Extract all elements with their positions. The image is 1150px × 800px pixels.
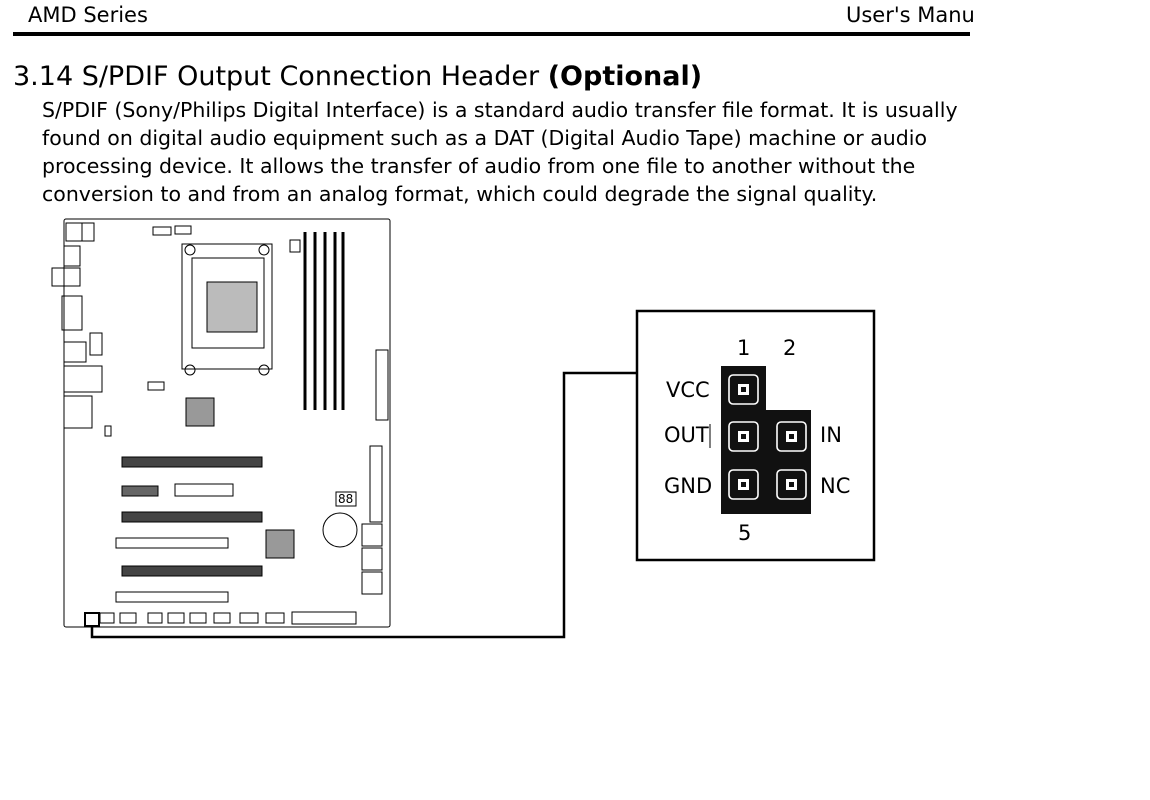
io-usb-lan <box>63 365 103 393</box>
bottom-header <box>213 612 231 624</box>
pin-label-in: IN <box>820 423 842 447</box>
socket-hole <box>258 244 270 256</box>
cmos-battery <box>322 512 358 548</box>
sata-connector <box>361 571 383 595</box>
socket-hole <box>184 364 196 376</box>
section-title-optional: (Optional) <box>547 61 703 92</box>
pin-label-vcc: VCC <box>666 378 710 402</box>
cpu-socket-inner <box>191 257 265 349</box>
pin-label-out: OUT <box>664 423 709 447</box>
sata-connector <box>361 523 383 547</box>
pin-nc <box>776 469 807 500</box>
paragraph-line: found on digital audio equipment such as… <box>42 126 928 150</box>
pin-label-gnd: GND <box>664 474 712 498</box>
pin-number-5: 5 <box>738 521 751 545</box>
sata-connector <box>361 547 383 571</box>
paragraph-line: processing device. It allows the transfe… <box>42 154 916 178</box>
pcie-x16-slot <box>121 456 263 468</box>
io-header <box>89 332 103 356</box>
ide-connector <box>369 445 383 523</box>
header-rule <box>13 32 970 36</box>
chipset-northbridge <box>185 397 215 427</box>
pin-in <box>776 421 807 452</box>
debug-digits: 88 <box>338 492 353 506</box>
debug-display <box>335 491 357 507</box>
motherboard-diagram <box>51 218 391 628</box>
paragraph-line: S/PDIF (Sony/Philips Digital Interface) … <box>42 98 958 122</box>
io-usb-esata <box>63 341 87 363</box>
io-vga <box>61 295 83 331</box>
section-title: 3.14 S/PDIF Output Connection Header (Op… <box>13 61 702 92</box>
pcie-x16-slot <box>121 511 263 523</box>
pcie-x16-slot <box>121 565 263 577</box>
top-header <box>152 226 172 236</box>
leader-line <box>90 371 637 639</box>
bottom-header <box>119 612 137 624</box>
chipset-southbridge <box>265 529 295 559</box>
bottom-header <box>239 612 259 624</box>
io-ps2 <box>65 222 83 242</box>
pin-out <box>728 421 759 452</box>
socket-hole <box>184 244 196 256</box>
pcie-x1-slot <box>121 485 159 497</box>
header-manual: User's Manu <box>846 3 975 27</box>
section-title-main: 3.14 S/PDIF Output Connection Header <box>13 61 548 92</box>
pin-gnd <box>728 469 759 500</box>
bottom-header <box>147 612 163 624</box>
bottom-header <box>189 612 207 624</box>
cpu-pins <box>206 281 258 333</box>
bottom-header <box>167 612 185 624</box>
section-paragraph: S/PDIF (Sony/Philips Digital Interface) … <box>42 96 982 208</box>
spdif-header <box>721 366 811 514</box>
pci-slot <box>115 537 229 549</box>
pci-slot <box>115 591 229 603</box>
bottom-header <box>99 612 115 624</box>
top-header <box>174 225 192 235</box>
io-usb <box>63 245 81 267</box>
bottom-header <box>265 612 285 624</box>
small-header <box>104 425 112 437</box>
header-body <box>721 366 811 514</box>
fan-header <box>147 381 165 391</box>
io-audio <box>63 395 93 429</box>
header-series: AMD Series <box>28 3 148 27</box>
pin-number-1: 1 <box>737 336 750 360</box>
socket-hole <box>258 364 270 376</box>
dimm-slots <box>303 232 345 410</box>
atx-power <box>375 349 389 421</box>
pin-number-2: 2 <box>783 336 796 360</box>
dimm-label <box>289 239 301 253</box>
io-block <box>81 222 95 242</box>
paragraph-line: conversion to and from an analog format,… <box>42 182 878 206</box>
floppy-connector <box>291 611 357 625</box>
pin-vcc <box>728 374 759 405</box>
io-spdif <box>51 267 81 287</box>
spdif-header-highlight <box>84 612 100 627</box>
pin-label-nc: NC <box>820 474 850 498</box>
cpu-socket-frame <box>181 243 273 370</box>
jumper-area <box>174 483 234 497</box>
